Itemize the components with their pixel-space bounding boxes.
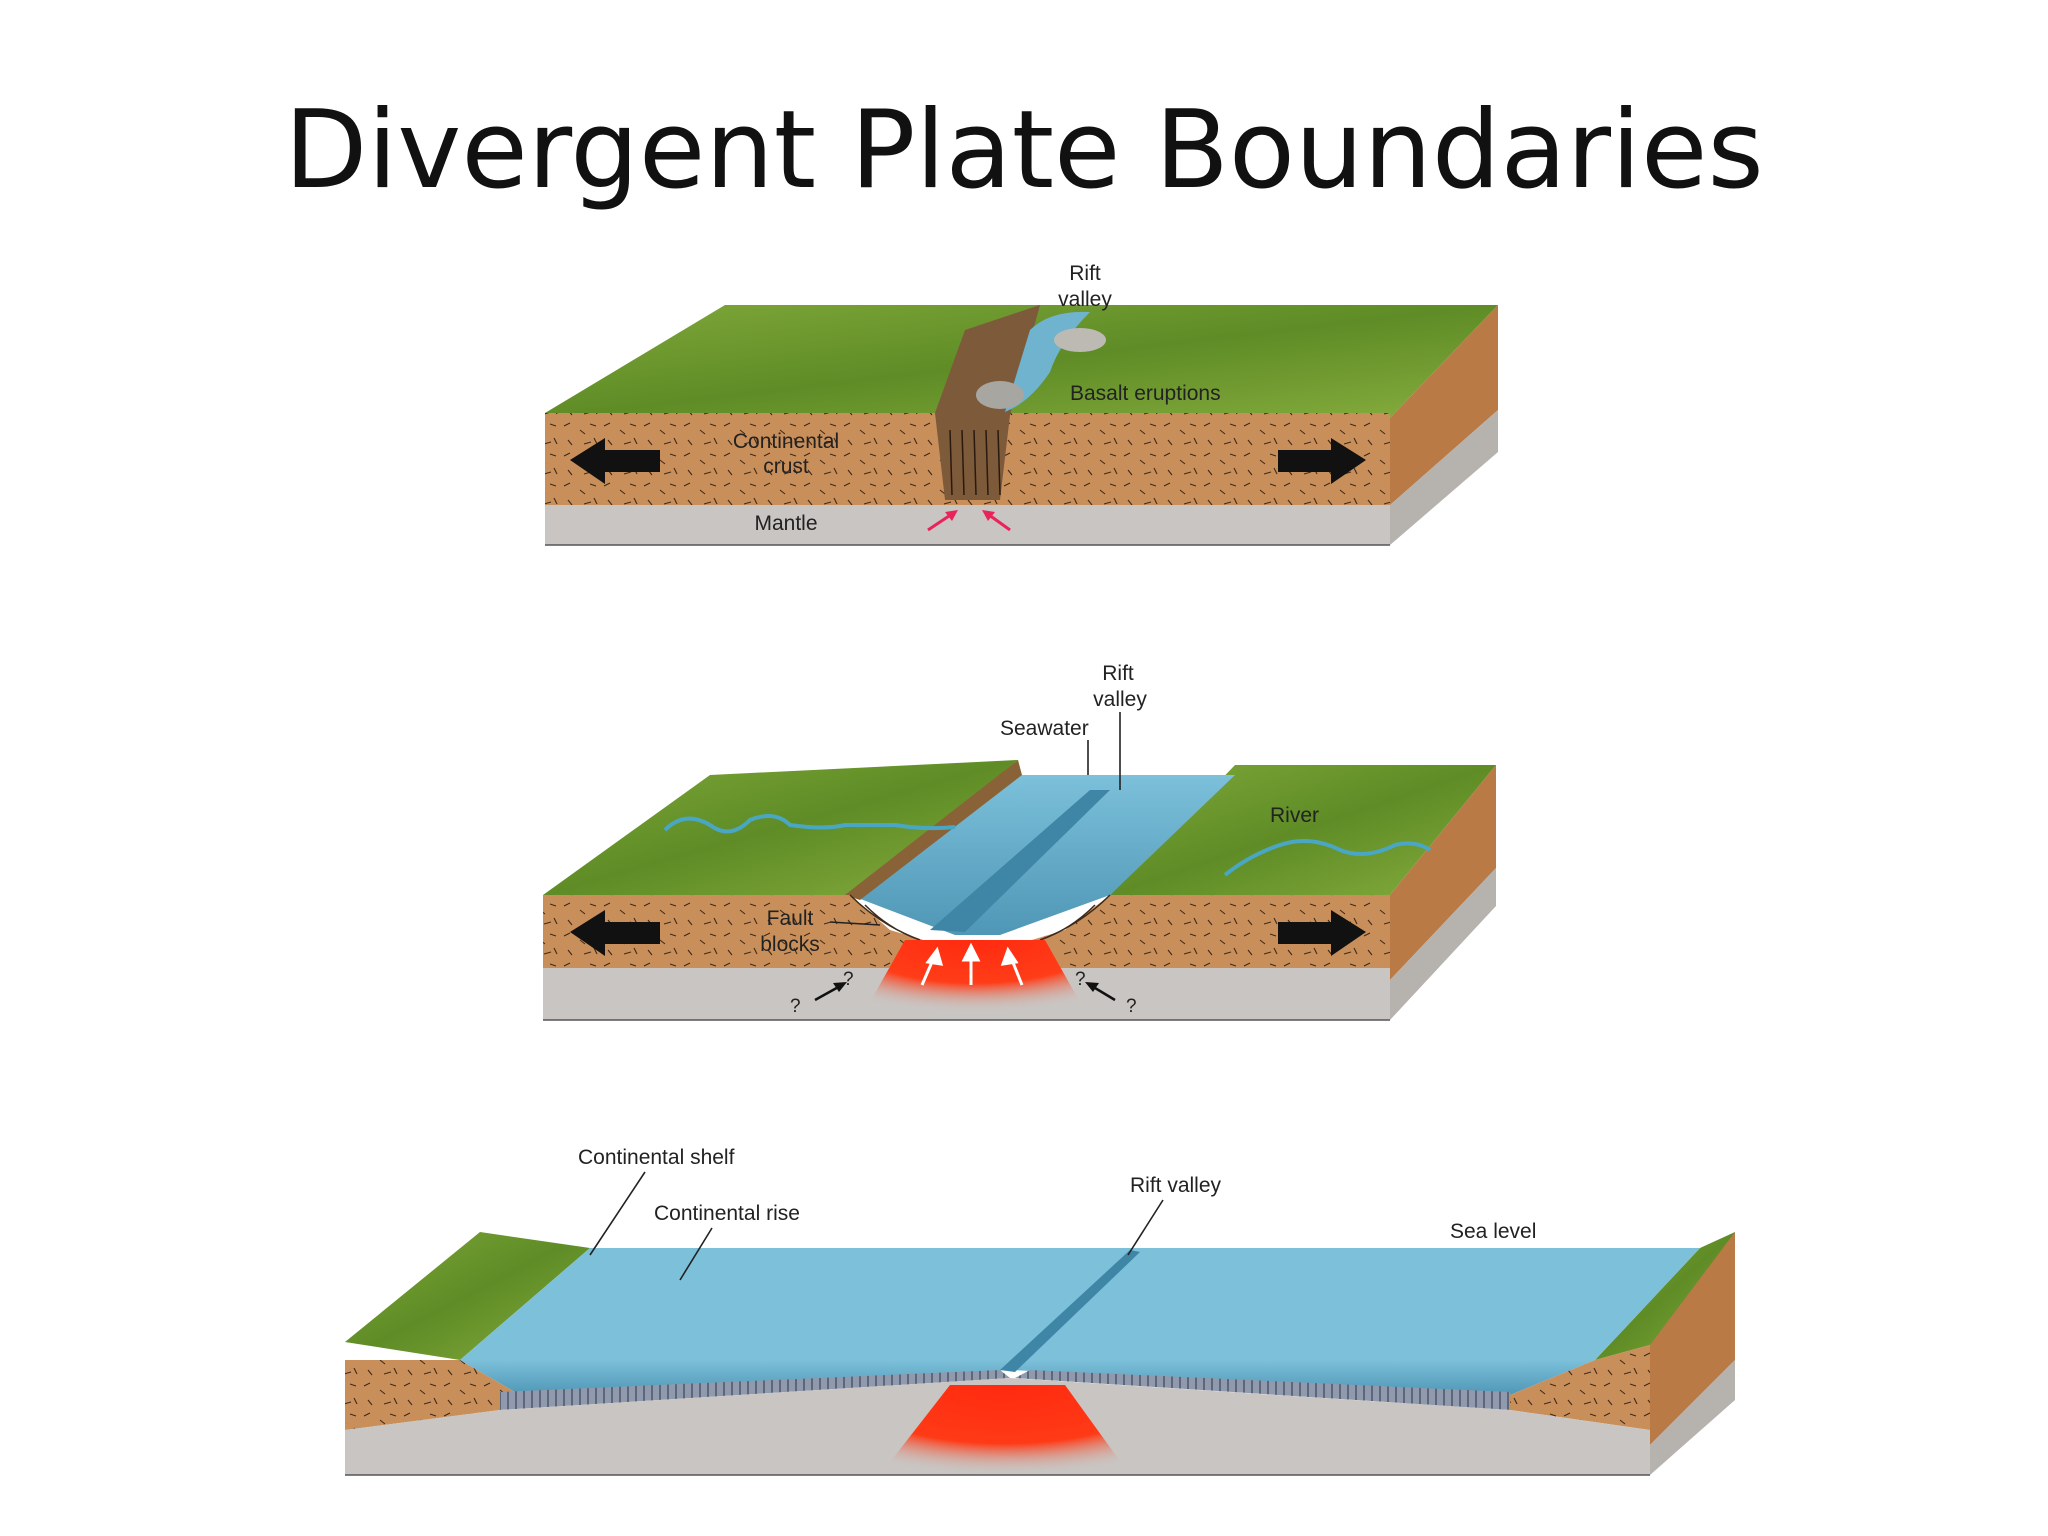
left-arrow-icon <box>570 910 660 956</box>
basalt-flow <box>1005 311 1090 412</box>
label-question-1: ? <box>790 996 801 1017</box>
label-rift-valley-1a: Rift <box>1069 262 1101 285</box>
label-continental-rise: Continental rise <box>654 1202 800 1225</box>
label-question-3: ? <box>1075 969 1086 990</box>
river-left <box>663 814 956 834</box>
mantle-front <box>545 505 1390 545</box>
label-sea-level: Sea level <box>1450 1220 1536 1243</box>
mid-ocean-ridge <box>1000 1250 1140 1372</box>
label-continental-shelf: Continental shelf <box>578 1146 735 1169</box>
magma-plume <box>860 940 1090 1020</box>
label-seawater: Seawater <box>1000 717 1089 740</box>
crust-front-left <box>345 1360 520 1430</box>
label-question-2: ? <box>843 969 854 990</box>
oceanic-crust-left <box>500 1370 1010 1410</box>
right-arrow-icon <box>1278 438 1366 484</box>
grass-surface-right <box>1595 1232 1735 1360</box>
block-side-crust <box>1650 1232 1735 1445</box>
panel-continental-rifting: Rift valley Basalt eruptions Continental… <box>545 262 1498 546</box>
label-question-4: ? <box>1126 996 1137 1017</box>
block-side-mantle <box>1390 868 1496 1020</box>
label-basalt-eruptions: Basalt eruptions <box>1070 382 1221 405</box>
magma-plume <box>880 1385 1130 1475</box>
rift-trough <box>930 790 1110 932</box>
crust-front-left <box>543 895 940 968</box>
river-right <box>1223 839 1432 877</box>
grass-surface-left <box>345 1232 590 1360</box>
label-continental-crust-a: Continental <box>733 430 839 453</box>
label-fault-blocks-a: Fault <box>767 907 814 930</box>
label-rift-valley-2b: valley <box>1093 688 1147 711</box>
label-rift-valley-2a: Rift <box>1102 662 1134 685</box>
label-continental-crust-b: crust <box>763 455 809 478</box>
grass-surface-left <box>543 760 1018 895</box>
block-side-mantle <box>1650 1360 1735 1475</box>
label-rift-valley-1b: valley <box>1058 288 1112 311</box>
ocean-front <box>460 1360 1595 1395</box>
crust-front-right <box>1015 895 1390 968</box>
block-side-crust <box>1390 305 1498 505</box>
label-fault-blocks-b: blocks <box>760 933 820 956</box>
left-arrow-icon <box>570 438 660 484</box>
crust-front-right <box>1510 1345 1650 1430</box>
label-river: River <box>1270 804 1319 827</box>
block-side-crust <box>1390 765 1496 980</box>
slide-title: Divergent Plate Boundaries <box>284 88 1764 213</box>
panel-rift-flooding: Rift valley Seawater River Fault blocks … <box>543 662 1496 1021</box>
label-rift-valley-3: Rift valley <box>1130 1174 1222 1197</box>
right-arrow-icon <box>1278 910 1366 956</box>
panel-ocean-basin: Continental shelf Continental rise Rift … <box>345 1146 1735 1476</box>
oceanic-crust-right <box>1015 1370 1510 1410</box>
label-mantle: Mantle <box>754 512 817 535</box>
block-side-mantle <box>1390 410 1498 545</box>
